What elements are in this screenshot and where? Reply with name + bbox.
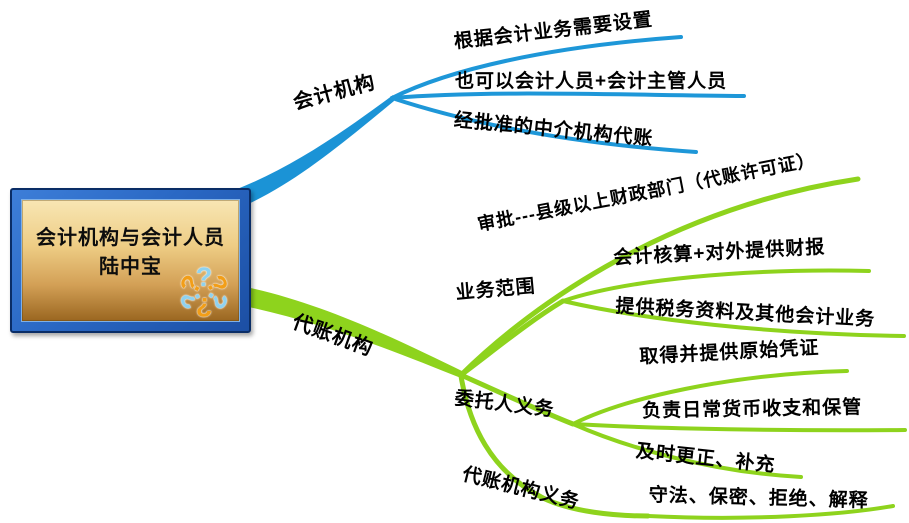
topic-fuze-baoguan[interactable]: 负责日常货币收支和保管	[641, 397, 863, 422]
root-topic[interactable]: 会计机构与会计人员 陆中宝 ? ? ? ? ? ?	[10, 188, 251, 333]
topic-yekeyi-renyuan[interactable]: 也可以会计人员+会计主管人员	[455, 71, 728, 92]
question-marks-rosette-icon: ? ? ? ? ? ?	[171, 259, 237, 325]
branch-line-weituoren	[458, 372, 576, 427]
root-topic-title: 会计机构与会计人员 陆中宝	[22, 224, 239, 282]
branch-line-fuze	[571, 422, 907, 433]
root-title-line2: 陆中宝	[99, 256, 162, 278]
branch-line-yewufanwei	[458, 298, 566, 378]
root-title-line1: 会计机构与会计人员	[36, 227, 225, 249]
root-topic-face: 会计机构与会计人员 陆中宝 ? ? ? ? ? ?	[21, 199, 240, 322]
branch-line-kuaijihesuan	[561, 268, 871, 303]
branch-line-shenpi	[458, 176, 861, 378]
branch-line-genju	[390, 35, 683, 100]
branch-line-daizhangyiwu	[458, 373, 651, 519]
question-mark-glyph: ?	[195, 261, 213, 292]
branch-line-daizhangjigou	[234, 285, 464, 378]
branch-line-tigongshuiwu	[561, 299, 906, 338]
branch-line-jingpizhun	[390, 96, 698, 154]
branch-line-qude	[571, 369, 849, 426]
branch-line-kuaijijigou	[218, 95, 394, 215]
branch-line-jishi	[571, 422, 803, 479]
branch-line-shoufa	[646, 504, 895, 520]
branch-line-yekeyi	[390, 91, 746, 100]
